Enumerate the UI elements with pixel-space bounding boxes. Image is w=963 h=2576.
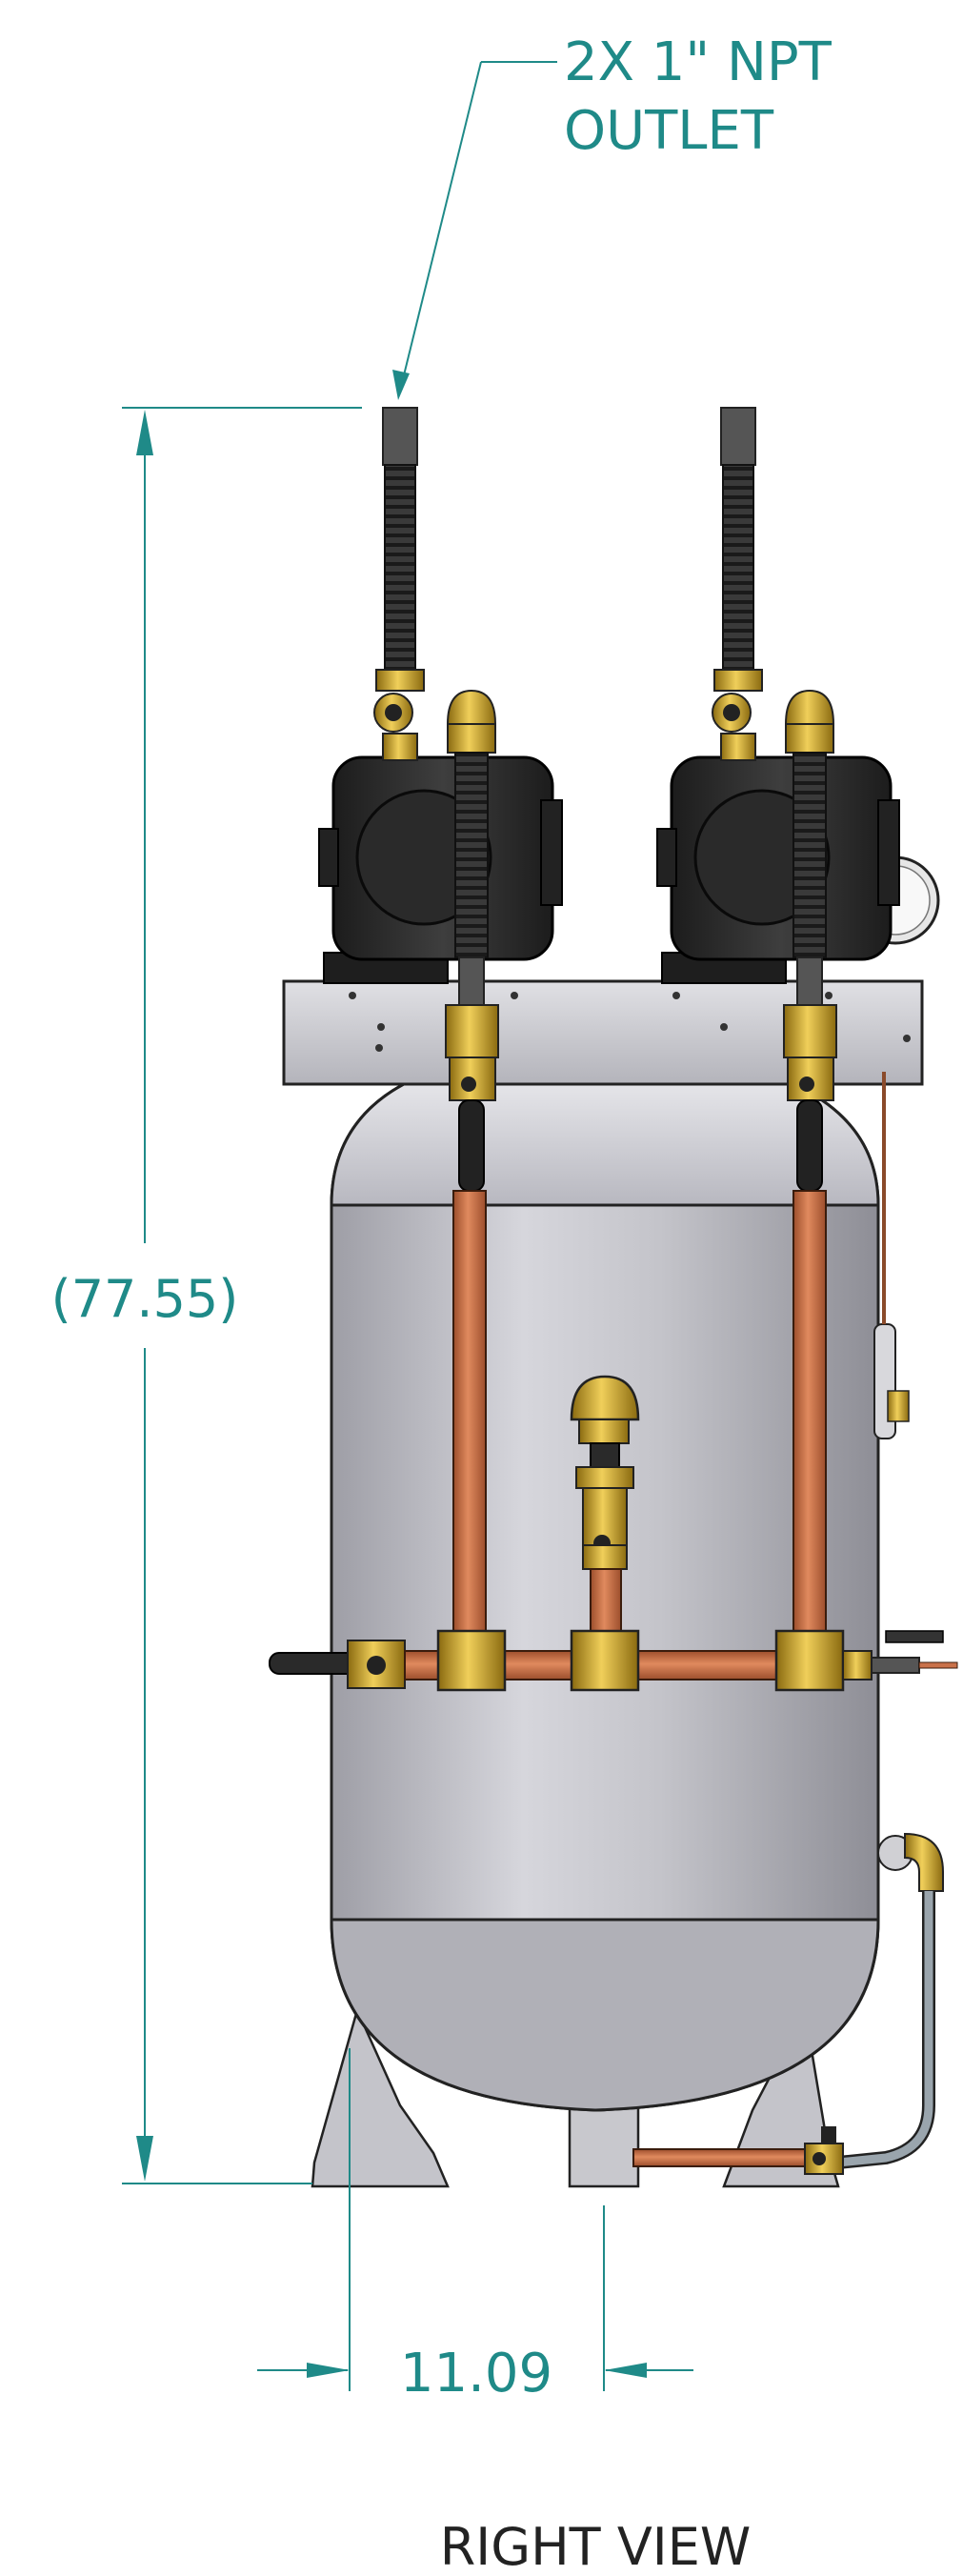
view-title: RIGHT VIEW [440,2517,751,2576]
outlet-callout-leader [392,61,557,400]
outlet-callout-line1: 2X 1" NPT [564,31,833,93]
manifold [269,1629,958,1692]
width-dimension-label: 11.09 [400,2343,552,2405]
compressor-motor-right [656,755,900,984]
compressor-motor-left [318,755,563,984]
height-dimension [122,407,362,2184]
discharge-line-left [445,689,499,1640]
outlet-hose-left [373,407,425,761]
drain-hose [632,1891,935,2175]
tank-side-fittings [873,1072,944,1892]
outlet-hose-right [712,407,763,761]
height-dimension-label: (77.55) [51,1269,239,1329]
width-dimension [257,2048,693,2391]
outlet-callout-line2: OUTLET [564,100,774,162]
center-outlet [570,1375,640,1646]
